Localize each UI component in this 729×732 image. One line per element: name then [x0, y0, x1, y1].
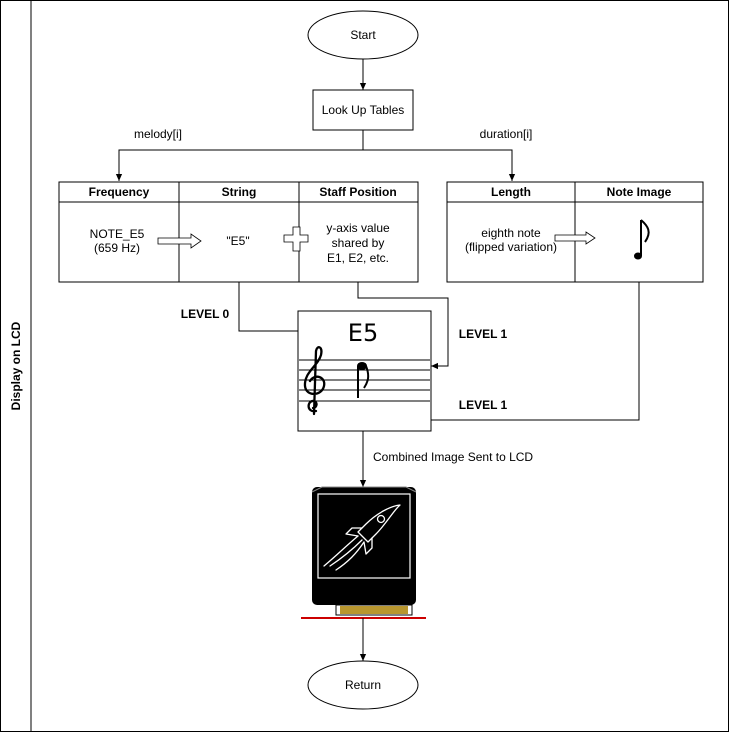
staff-box: E5	[297, 310, 432, 432]
level1-top-label: LEVEL 1	[459, 327, 508, 341]
level1-top-connector	[357, 282, 449, 370]
rocket-icon	[323, 504, 401, 571]
return-label: Return	[345, 678, 381, 692]
frequency-hz: (659 Hz)	[94, 241, 140, 255]
melody-connector	[115, 130, 364, 181]
header-staff-position: Staff Position	[319, 185, 396, 199]
melody-edge-label: melody[i]	[134, 127, 182, 141]
header-frequency: Frequency	[89, 185, 150, 199]
header-string: String	[222, 185, 257, 199]
frequency-to-string-arrow	[157, 233, 202, 249]
duration-connector	[363, 149, 516, 181]
header-note-image: Note Image	[607, 185, 672, 199]
length-to-image-arrow	[554, 231, 596, 245]
length-variation: (flipped variation)	[465, 240, 557, 254]
lookup-tables-node[interactable]: Look Up Tables	[312, 89, 414, 131]
duration-table: Length Note Image eighth note (flipped v…	[446, 181, 704, 283]
lcd-display-icon	[301, 486, 426, 619]
header-length: Length	[491, 185, 531, 199]
frequency-value: NOTE_E5	[90, 227, 145, 241]
duration-edge-label: duration[i]	[480, 127, 533, 141]
level1-bottom-label: LEVEL 1	[459, 398, 508, 412]
eighth-note-icon	[634, 219, 650, 260]
string-value: "E5"	[226, 234, 249, 248]
return-node[interactable]: Return	[307, 660, 419, 710]
combined-edge-label: Combined Image Sent to LCD	[373, 450, 533, 464]
swimlane-title: Display on LCD	[9, 321, 23, 410]
treble-clef-icon	[303, 346, 326, 416]
staff-position-line1: y-axis value	[326, 221, 390, 235]
staff-note-icon	[357, 362, 370, 398]
lookup-tables-label: Look Up Tables	[322, 103, 405, 117]
staff-position-line2: shared by	[332, 236, 385, 250]
note-name-label: E5	[348, 319, 378, 347]
combine-plus-icon	[283, 226, 309, 252]
level0-label: LEVEL 0	[181, 307, 230, 321]
melody-table: Frequency String Staff Position NOTE_E5 …	[58, 181, 419, 283]
start-node[interactable]: Start	[307, 10, 419, 60]
length-value: eighth note	[481, 226, 541, 240]
staff-position-line3: E1, E2, etc.	[327, 251, 389, 265]
start-label: Start	[350, 28, 376, 42]
